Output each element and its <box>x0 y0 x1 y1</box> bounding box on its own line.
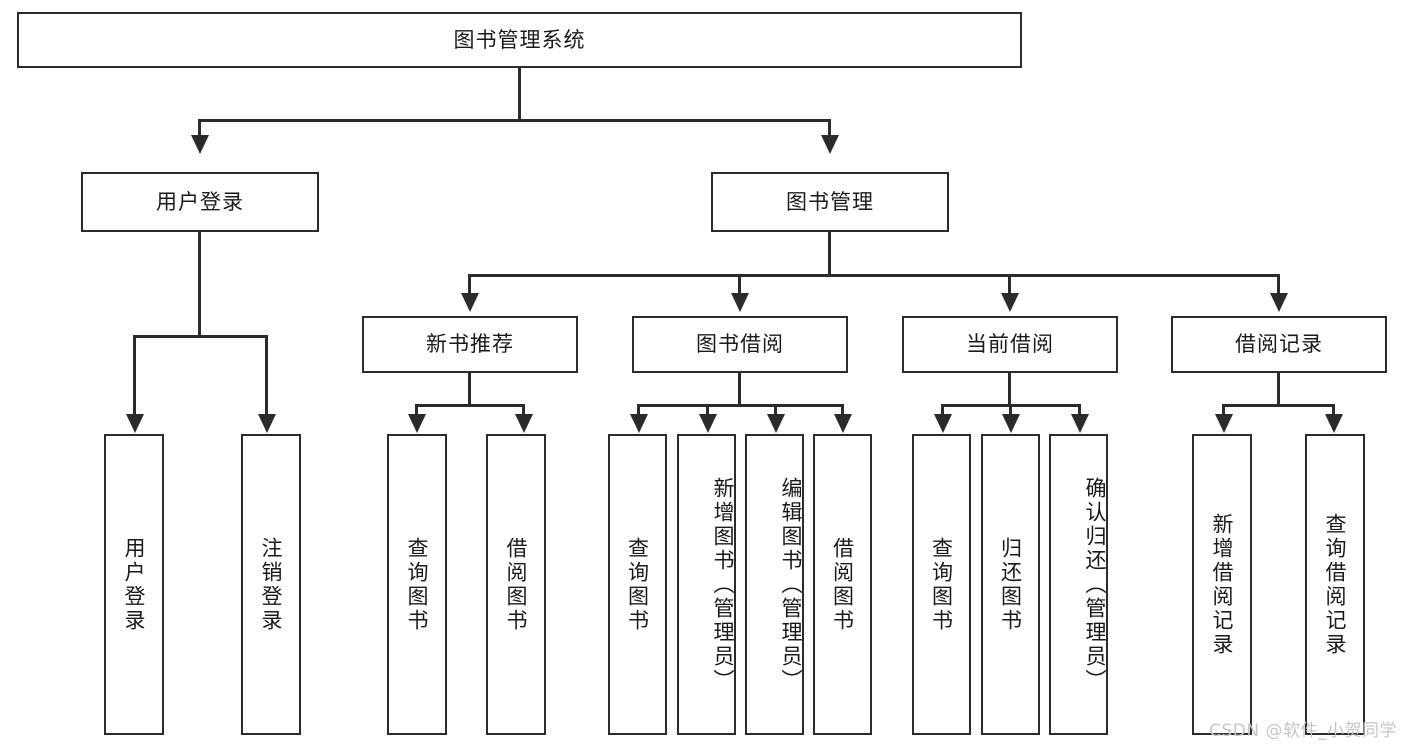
arrowhead-bb-leaf-2 <box>699 414 717 433</box>
arrowhead-to-current-borrow <box>1001 293 1019 312</box>
connector-cb-drop-3 <box>1078 404 1081 418</box>
connector-borrow-record-stem <box>1277 373 1280 406</box>
leaf-book-borrow-query[interactable]: 查询图书 <box>608 434 667 735</box>
node-label: 新书推荐 <box>426 332 514 357</box>
connector-new-book-bus <box>415 404 525 407</box>
arrowhead-cb-leaf-3 <box>1071 414 1089 433</box>
connector-user-login-drop-1 <box>133 335 136 418</box>
arrowhead-to-book-management <box>821 135 839 154</box>
arrowhead-nb-leaf-2 <box>515 414 533 433</box>
node-label: 借阅记录 <box>1235 332 1323 357</box>
node-label: 查询借阅记录 <box>1323 512 1348 657</box>
node-label: 查询图书 <box>625 536 650 633</box>
connector-bm-drop-2 <box>738 274 741 296</box>
node-label: 当前借阅 <box>966 332 1054 357</box>
connector-bb-drop-2 <box>706 404 709 418</box>
node-new-book-recommend[interactable]: 新书推荐 <box>362 316 578 373</box>
arrowhead-bb-leaf-4 <box>834 414 852 433</box>
arrowhead-bb-leaf-3 <box>767 414 785 433</box>
connector-bb-drop-3 <box>774 404 777 418</box>
connector-user-login-bus <box>133 335 268 338</box>
node-label: 借阅图书 <box>830 536 855 633</box>
arrowhead-to-user-login <box>191 135 209 154</box>
arrowhead-br-leaf-2 <box>1325 414 1343 433</box>
connector-current-borrow-stem <box>1008 373 1011 406</box>
node-label: 用户登录 <box>156 189 244 214</box>
connector-nb-drop-2 <box>522 404 525 418</box>
node-label: 新增借阅记录 <box>1210 512 1235 657</box>
connector-borrow-record-bus <box>1222 404 1335 407</box>
node-label: 新增图书（管理员） <box>711 476 735 693</box>
arrowhead-user-login-leaf-1 <box>126 414 144 433</box>
node-label: 确认归还（管理员） <box>1083 476 1107 693</box>
leaf-book-borrow-edit[interactable]: 编辑图书（管理员） <box>745 434 804 735</box>
node-label: 借阅图书 <box>504 536 529 633</box>
node-label: 查询图书 <box>929 536 954 633</box>
leaf-new-book-borrow[interactable]: 借阅图书 <box>486 434 546 735</box>
connector-bm-drop-1 <box>468 274 471 296</box>
connector-new-book-stem <box>468 373 471 406</box>
arrowhead-to-new-book <box>461 293 479 312</box>
node-root-book-management-system[interactable]: 图书管理系统 <box>17 12 1022 68</box>
node-book-management[interactable]: 图书管理 <box>711 172 949 232</box>
node-label: 图书管理系统 <box>453 27 586 52</box>
node-borrow-record[interactable]: 借阅记录 <box>1171 316 1387 373</box>
leaf-borrow-record-query[interactable]: 查询借阅记录 <box>1305 434 1365 735</box>
leaf-book-borrow-add[interactable]: 新增图书（管理员） <box>677 434 736 735</box>
connector-user-login-stem <box>198 232 201 336</box>
leaf-borrow-record-add[interactable]: 新增借阅记录 <box>1192 434 1252 735</box>
node-label: 图书借阅 <box>696 332 784 357</box>
arrowhead-user-login-leaf-2 <box>258 414 276 433</box>
connector-bb-drop-4 <box>841 404 844 418</box>
arrowhead-bb-leaf-1 <box>630 414 648 433</box>
node-book-borrow[interactable]: 图书借阅 <box>632 316 848 373</box>
connector-book-management-stem <box>828 232 831 276</box>
connector-br-drop-1 <box>1222 404 1225 418</box>
node-label: 用户登录 <box>122 536 147 633</box>
arrowhead-cb-leaf-2 <box>1002 414 1020 433</box>
connector-book-borrow-stem <box>738 373 741 406</box>
arrowhead-cb-leaf-1 <box>934 414 952 433</box>
node-user-login[interactable]: 用户登录 <box>81 172 319 232</box>
connector-root-drop-right <box>828 119 831 138</box>
connector-user-login-drop-2 <box>265 335 268 418</box>
leaf-new-book-query[interactable]: 查询图书 <box>387 434 447 735</box>
node-current-borrow[interactable]: 当前借阅 <box>902 316 1118 373</box>
connector-bb-drop-1 <box>637 404 640 418</box>
node-label: 查询图书 <box>405 536 430 633</box>
node-label: 注销登录 <box>259 536 284 633</box>
arrowhead-to-book-borrow <box>731 293 749 312</box>
arrowhead-nb-leaf-1 <box>408 414 426 433</box>
leaf-current-borrow-return[interactable]: 归还图书 <box>981 434 1040 735</box>
connector-br-drop-2 <box>1332 404 1335 418</box>
arrowhead-to-borrow-record <box>1270 293 1288 312</box>
connector-cb-drop-2 <box>1009 404 1012 418</box>
connector-root-drop-left <box>198 119 201 138</box>
leaf-user-login-login[interactable]: 用户登录 <box>104 434 164 735</box>
leaf-book-borrow-borrow[interactable]: 借阅图书 <box>813 434 872 735</box>
connector-book-management-bus <box>468 274 1280 277</box>
arrowhead-br-leaf-1 <box>1215 414 1233 433</box>
node-label: 编辑图书（管理员） <box>779 476 803 693</box>
leaf-current-borrow-query[interactable]: 查询图书 <box>912 434 971 735</box>
connector-cb-drop-1 <box>941 404 944 418</box>
connector-bm-drop-4 <box>1277 274 1280 296</box>
node-label: 归还图书 <box>998 536 1023 633</box>
leaf-user-login-logout[interactable]: 注销登录 <box>241 434 301 735</box>
connector-root-stem <box>518 68 521 120</box>
connector-nb-drop-1 <box>415 404 418 418</box>
node-label: 图书管理 <box>786 189 874 214</box>
connector-book-borrow-bus <box>637 404 844 407</box>
leaf-current-borrow-confirm-return[interactable]: 确认归还（管理员） <box>1049 434 1108 735</box>
connector-root-bus <box>198 119 831 122</box>
connector-bm-drop-3 <box>1008 274 1011 296</box>
